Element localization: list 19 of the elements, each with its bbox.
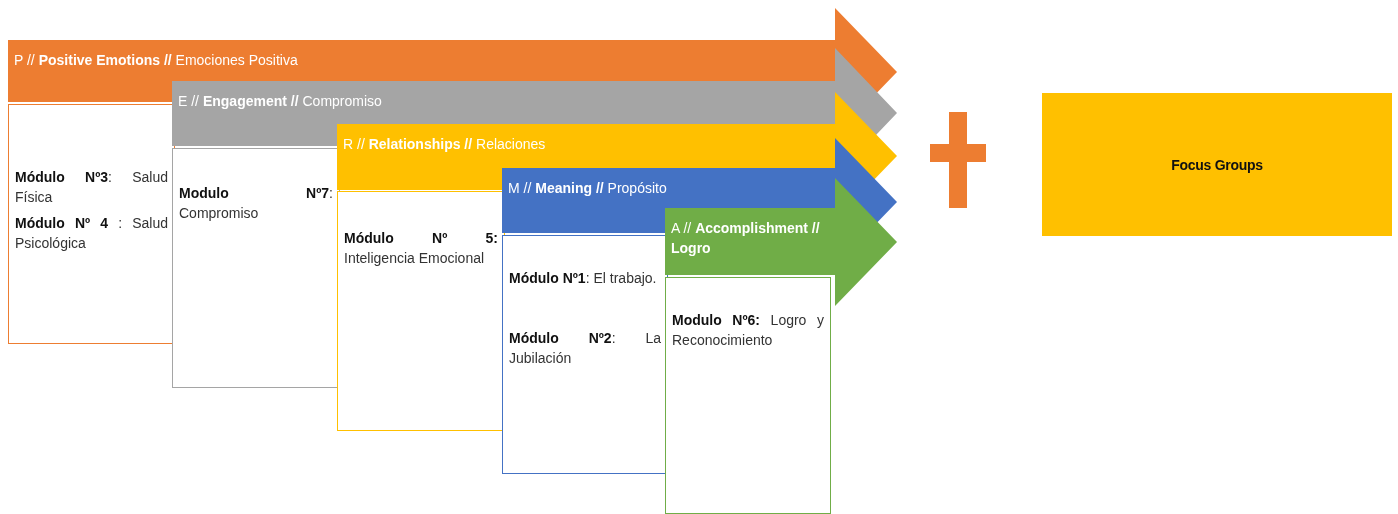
- module-text: Modulo Nº7: Compromiso: [179, 184, 333, 223]
- module-box: [8, 104, 175, 344]
- module-text: Módulo Nº 4 : Salud Psicológica: [15, 214, 168, 253]
- banner-heading: E // Engagement // Compromiso: [178, 92, 382, 111]
- module-text: Módulo Nº 5: Inteligencia Emocional: [344, 229, 498, 268]
- module-box: [502, 235, 668, 474]
- module-box: [337, 191, 505, 431]
- banner-heading: P // Positive Emotions // Emociones Positiva: [14, 51, 298, 70]
- module-text: Modulo Nº6: Logro y Reconocimiento: [672, 311, 824, 350]
- module-text: Módulo Nº2: La Jubilación: [509, 329, 661, 368]
- banner-heading: M // Meaning // Propósito: [508, 179, 667, 198]
- focus-box: [1042, 93, 1392, 236]
- banner-heading: A // Accomplishment // Logro: [671, 219, 821, 258]
- module-text: Módulo Nº3: Salud Física: [15, 168, 168, 207]
- box-label: Focus Groups: [1171, 156, 1263, 173]
- banner-heading: R // Relationships // Relaciones: [343, 135, 546, 154]
- module-text: Módulo Nº1: El trabajo.: [509, 269, 658, 288]
- module-box: [665, 277, 831, 514]
- module-box: [172, 148, 340, 388]
